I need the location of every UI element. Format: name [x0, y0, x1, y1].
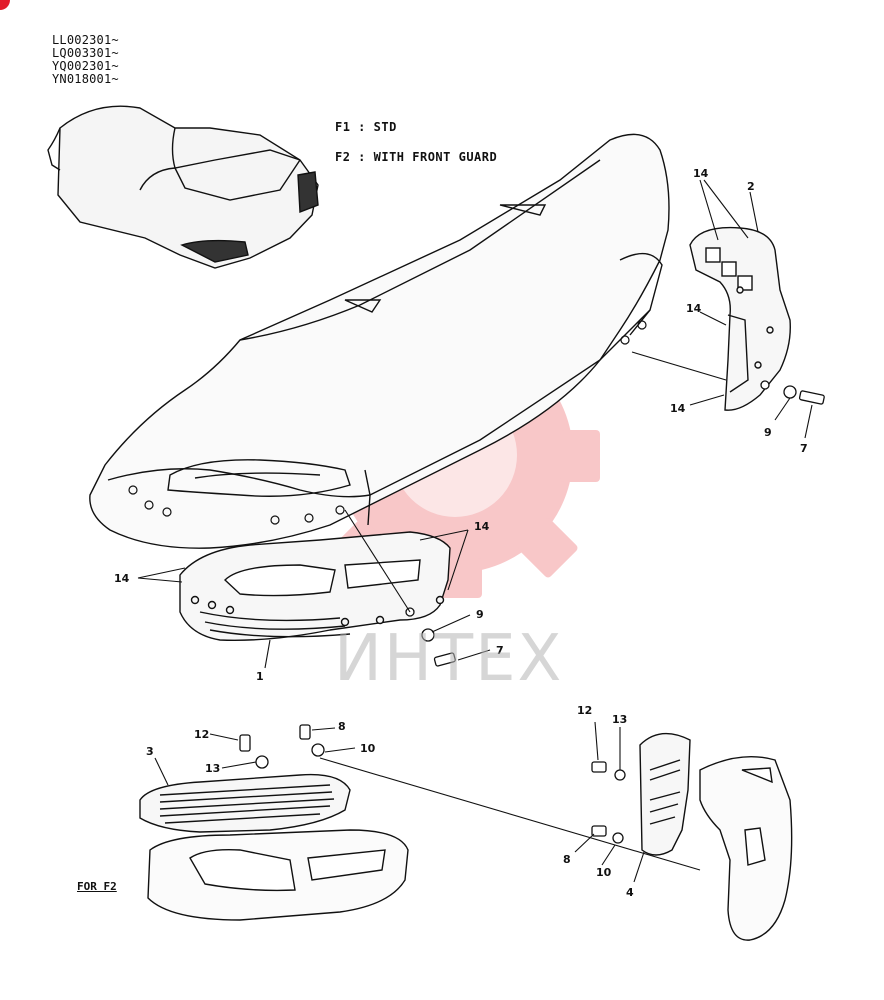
- callout-14: 14: [670, 402, 686, 415]
- callout-9: 9: [476, 608, 484, 621]
- callout-14: 14: [474, 520, 490, 533]
- serial-code: YN018001~: [52, 72, 119, 86]
- callout-2: 2: [747, 180, 755, 193]
- front-guard-base: [147, 829, 409, 921]
- callout-8: 8: [338, 720, 346, 733]
- legend-f2: F2 : WITH FRONT GUARD: [335, 150, 498, 164]
- callout-14: 14: [114, 572, 130, 585]
- callout-14: 14: [693, 167, 709, 180]
- serial-code: LL002301~: [52, 33, 119, 47]
- callout-7: 7: [496, 644, 504, 657]
- callout-12: 12: [577, 704, 592, 717]
- corner-badge: [0, 0, 10, 10]
- callout-8: 8: [563, 853, 571, 866]
- callout-10: 10: [360, 742, 376, 755]
- callout-13: 13: [612, 713, 627, 726]
- callout-4: 4: [626, 886, 634, 899]
- callout-labels: 14 2 14 14 9 7 14 14 1 9 7 12 8 10 3 13 …: [114, 167, 808, 899]
- hood-mount-holes: [128, 320, 647, 525]
- side-guard-part-4: [639, 732, 793, 941]
- serial-code: YQ002301~: [52, 59, 119, 73]
- tractor-thumbnail: [47, 105, 319, 269]
- fastener-bolts: [239, 380, 825, 844]
- callout-1: 1: [256, 670, 264, 683]
- callout-3: 3: [146, 745, 154, 758]
- serial-code: LQ003301~: [52, 46, 119, 60]
- for-f2-label: FOR F2: [77, 880, 117, 893]
- legend-f1: F1 : STD: [335, 120, 397, 134]
- front-guard-part-3: [139, 773, 351, 833]
- leader-lines: [137, 179, 813, 883]
- watermark-text: ИНТЕХ: [334, 622, 564, 696]
- callout-9: 9: [764, 426, 772, 439]
- callout-12: 12: [194, 728, 209, 741]
- callout-7: 7: [800, 442, 808, 455]
- front-bumper-part-1: [179, 531, 451, 641]
- side-guard-part-2: [689, 226, 791, 411]
- callout-14: 14: [686, 302, 702, 315]
- callout-13: 13: [205, 762, 220, 775]
- hood-assembly: [89, 133, 670, 549]
- callout-10: 10: [596, 866, 612, 879]
